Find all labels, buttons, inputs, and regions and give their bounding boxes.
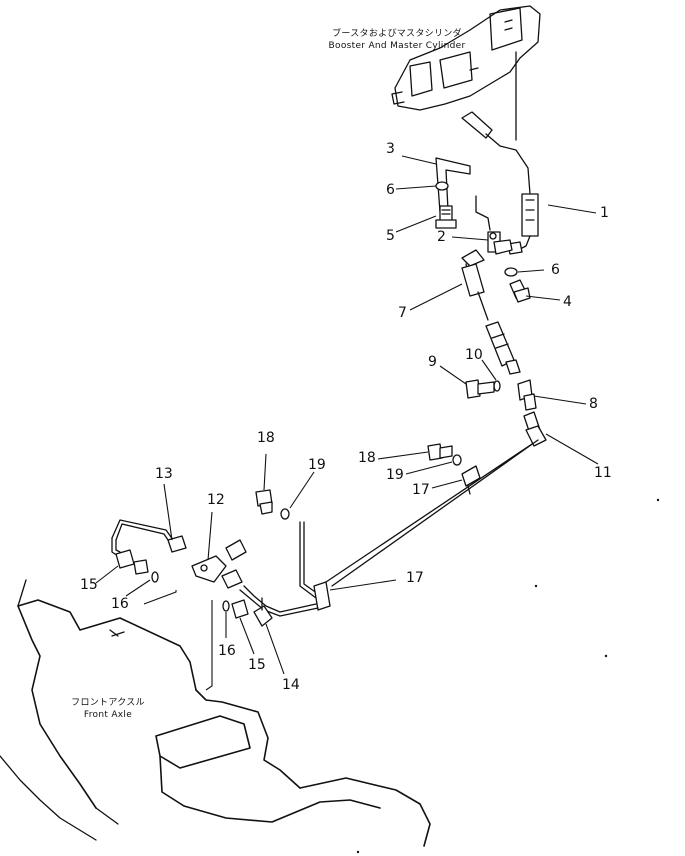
o-ring xyxy=(222,600,230,612)
booster-caption-jp: ブースタおよびマスタシリンダ xyxy=(332,29,462,39)
callout-3: 3 xyxy=(386,141,395,157)
bolt xyxy=(255,489,273,515)
callout-9: 9 xyxy=(428,354,437,370)
callout-18a: 18 xyxy=(257,430,275,446)
callout-17b: 17 xyxy=(406,570,424,586)
callout-14: 14 xyxy=(282,677,300,693)
front-axle xyxy=(0,579,431,847)
connector xyxy=(115,549,149,575)
bolt xyxy=(465,379,495,399)
junction-block xyxy=(191,539,247,589)
tee-connector xyxy=(487,231,513,255)
callout-15b: 15 xyxy=(248,657,266,673)
bolt xyxy=(427,443,453,461)
callout-11: 11 xyxy=(594,465,612,481)
booster-caption-en: Booster And Master Cylinder xyxy=(328,41,466,51)
elbow-fitting xyxy=(517,379,537,411)
callout-10: 10 xyxy=(465,347,483,363)
booster-master-cylinder xyxy=(391,5,541,141)
callout-1: 1 xyxy=(600,205,609,221)
callout-2: 2 xyxy=(437,229,446,245)
middle-brake-hose xyxy=(461,249,521,375)
elbow-fitting xyxy=(253,597,273,627)
o-ring xyxy=(151,571,159,583)
callout-6b: 6 xyxy=(551,262,560,278)
bolt xyxy=(435,205,457,229)
brake-tube xyxy=(325,411,547,587)
lower-brake-tube xyxy=(239,521,331,617)
callout-5: 5 xyxy=(386,228,395,244)
leader-lines xyxy=(95,155,599,691)
left-brake-tube xyxy=(111,519,187,557)
washer xyxy=(504,267,518,277)
callout-13: 13 xyxy=(155,466,173,482)
washer xyxy=(280,508,290,520)
callout-15a: 15 xyxy=(80,577,98,593)
connector xyxy=(231,599,249,619)
callout-12: 12 xyxy=(207,492,225,508)
callout-17a: 17 xyxy=(412,482,430,498)
callout-8: 8 xyxy=(589,396,598,412)
callout-4: 4 xyxy=(563,294,572,310)
callout-16b: 16 xyxy=(218,643,236,659)
callout-19a: 19 xyxy=(308,457,326,473)
o-ring xyxy=(493,380,501,392)
clamp xyxy=(461,465,481,495)
washer xyxy=(435,181,449,191)
callout-6a: 6 xyxy=(386,182,395,198)
banjo-bolt xyxy=(509,279,531,303)
callout-18b: 18 xyxy=(358,450,376,466)
axle-caption-jp: フロントアクスル xyxy=(71,698,145,708)
axle-caption-en: Front Axle xyxy=(83,710,133,720)
upper-brake-hose xyxy=(461,111,539,255)
washer xyxy=(452,454,462,466)
callout-7: 7 xyxy=(398,305,407,321)
callout-19b: 19 xyxy=(386,467,404,483)
callout-16a: 16 xyxy=(111,596,129,612)
